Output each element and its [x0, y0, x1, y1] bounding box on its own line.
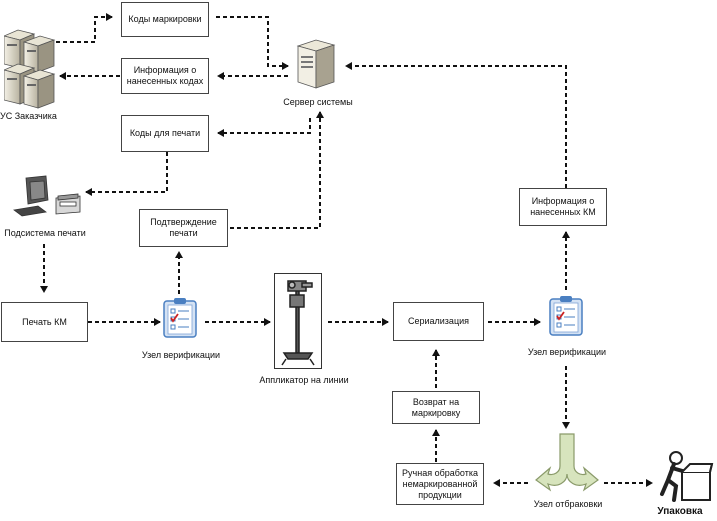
checklist-clipboard-icon — [162, 298, 198, 343]
arrow-info-km-to-server — [345, 62, 567, 188]
codes-print-box: Коды для печати — [121, 115, 209, 152]
checklist-clipboard-icon — [548, 296, 584, 341]
server-icon — [296, 38, 336, 95]
print-km-box: Печать КМ — [1, 302, 88, 342]
customer-system-label: УС Заказчика — [0, 111, 57, 121]
arrow-confirm-to-server — [230, 111, 324, 229]
info-applied-codes-box: Информация о нанесенных кодах — [121, 58, 209, 94]
verify-node-2-label: Узел верификации — [527, 347, 607, 357]
manual-processing-box: Ручная обработка немаркированной продукц… — [396, 463, 484, 505]
print-subsystem-label: Подсистема печати — [4, 228, 86, 238]
arrow-server-to-print-codes — [217, 118, 311, 137]
applicator-label: Аппликатор на линии — [259, 375, 349, 385]
applicator-stand-icon — [274, 273, 322, 374]
server-rack-icon — [2, 28, 56, 115]
serialization-box: Сериализация — [393, 302, 484, 341]
worker-box-icon — [654, 450, 714, 511]
print-confirm-box: Подтверждение печати — [139, 209, 228, 247]
system-server-label: Сервер системы — [283, 97, 353, 107]
computer-printer-icon — [12, 174, 82, 227]
arrow-codes-to-server — [216, 16, 289, 70]
arrow-customer-to-codes — [56, 13, 113, 43]
arrow-print-codes-to-subsystem — [85, 152, 168, 196]
return-marking-box: Возврат на маркировку — [392, 391, 480, 424]
info-applied-km-box: Информация о нанесенных КМ — [519, 188, 607, 226]
verify-node-1-label: Узел верификации — [141, 350, 221, 360]
packing-label: Упаковка — [657, 506, 703, 517]
codes-marking-box: Коды маркировки — [121, 2, 209, 37]
reject-node-label: Узел отбраковки — [533, 499, 603, 509]
split-arrow-icon — [534, 432, 600, 503]
